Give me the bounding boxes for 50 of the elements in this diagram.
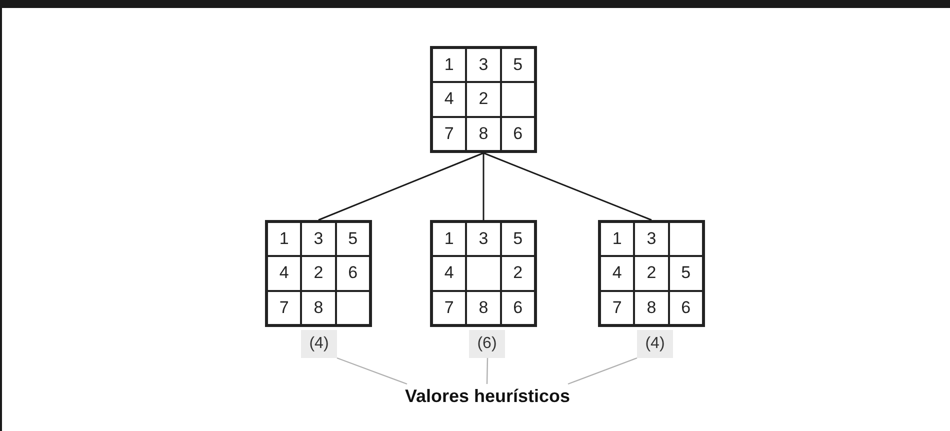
puzzle-tile: 8 xyxy=(634,290,669,325)
puzzle-tile: 8 xyxy=(466,116,501,151)
puzzle-tile: 3 xyxy=(634,222,669,256)
tree-branch-line xyxy=(318,152,484,221)
puzzle-board xyxy=(598,220,705,327)
puzzle-tile: 4 xyxy=(432,82,466,117)
puzzle-tile: 7 xyxy=(267,290,302,325)
puzzle-tile: 1 xyxy=(432,222,466,256)
leader-line xyxy=(486,358,488,384)
puzzle-tile: 3 xyxy=(466,222,501,256)
puzzle-tile: 4 xyxy=(267,256,302,291)
puzzle-tile: 6 xyxy=(500,290,535,325)
puzzle-tile: 6 xyxy=(668,290,703,325)
puzzle-tile: 7 xyxy=(432,116,466,151)
puzzle-board xyxy=(430,46,537,153)
puzzle-tile: 2 xyxy=(466,82,501,117)
puzzle-tile: 2 xyxy=(634,256,669,291)
puzzle-tile: 5 xyxy=(500,48,535,82)
puzzle-tile: 4 xyxy=(432,256,466,291)
puzzle-tile: 4 xyxy=(600,256,634,291)
tree-branch-line xyxy=(483,152,652,221)
puzzle-tile: 1 xyxy=(432,48,466,82)
puzzle-tile: 8 xyxy=(466,290,501,325)
heuristic-value: (4) xyxy=(637,330,673,358)
empty-tile xyxy=(500,82,535,117)
tree-branch-line xyxy=(482,153,484,220)
heuristic-value: (4) xyxy=(301,330,337,358)
empty-tile xyxy=(336,290,370,325)
puzzle-tile: 3 xyxy=(466,48,501,82)
puzzle-tile: 6 xyxy=(500,116,535,151)
puzzle-tile: 2 xyxy=(301,256,336,291)
leader-line xyxy=(568,357,638,385)
puzzle-tile: 6 xyxy=(336,256,370,291)
empty-tile xyxy=(466,256,501,291)
heuristic-value: (6) xyxy=(469,330,505,358)
empty-tile xyxy=(668,222,703,256)
puzzle-board xyxy=(265,220,372,327)
puzzle-tile: 5 xyxy=(500,222,535,256)
puzzle-tile: 7 xyxy=(600,290,634,325)
caption-text: Valores heurísticos xyxy=(395,384,580,410)
puzzle-tile: 7 xyxy=(432,290,466,325)
puzzle-tile: 5 xyxy=(336,222,370,256)
puzzle-board xyxy=(430,220,537,327)
puzzle-tile: 8 xyxy=(301,290,336,325)
puzzle-tile: 1 xyxy=(600,222,634,256)
puzzle-tile: 1 xyxy=(267,222,302,256)
leader-line xyxy=(336,357,408,385)
puzzle-tile: 2 xyxy=(500,256,535,291)
puzzle-tile: 3 xyxy=(301,222,336,256)
puzzle-tile: 5 xyxy=(668,256,703,291)
